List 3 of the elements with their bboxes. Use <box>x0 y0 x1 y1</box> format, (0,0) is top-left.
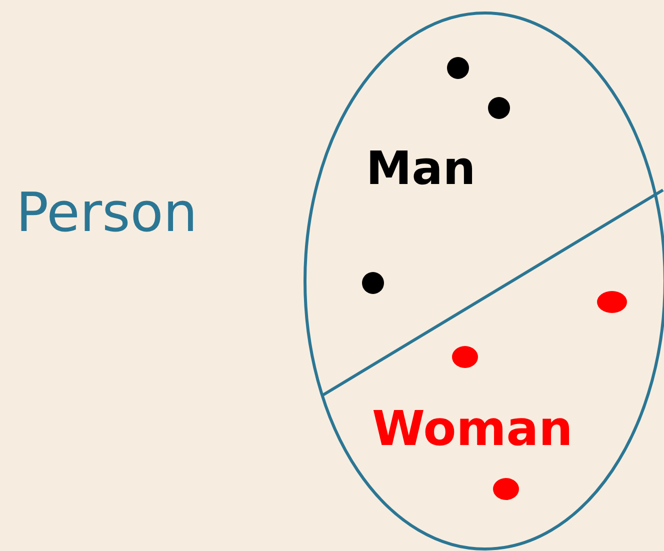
set-label: Person <box>16 186 198 240</box>
subset-label: Woman <box>372 405 573 453</box>
subset-label: Man <box>366 145 476 191</box>
